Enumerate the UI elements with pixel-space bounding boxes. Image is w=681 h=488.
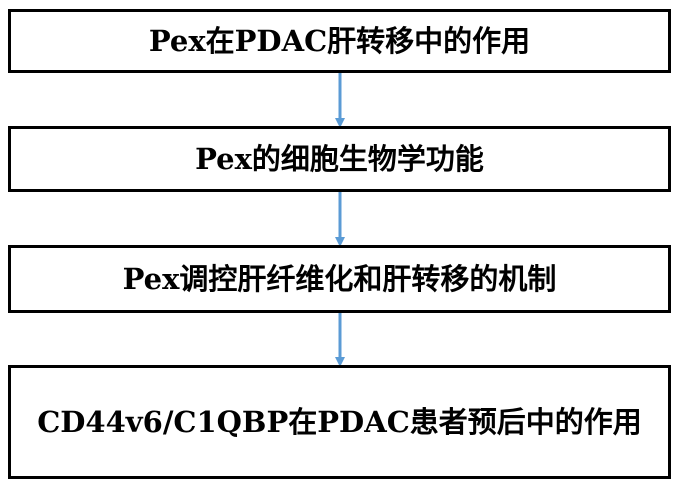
- flow-step-3: Pex调控肝纤维化和肝转移的机制: [8, 245, 671, 313]
- flow-step-4-label: CD44v6/C1QBP在PDAC患者预后中的作用: [37, 404, 642, 439]
- flow-step-2-label: Pex的细胞生物学功能: [195, 141, 484, 176]
- flow-step-1: Pex在PDAC肝转移中的作用: [8, 9, 671, 73]
- flow-step-1-label: Pex在PDAC肝转移中的作用: [148, 23, 531, 58]
- flow-step-4: CD44v6/C1QBP在PDAC患者预后中的作用: [8, 365, 671, 479]
- flow-step-2: Pex的细胞生物学功能: [8, 126, 671, 192]
- flow-step-3-label: Pex调控肝纤维化和肝转移的机制: [122, 261, 557, 296]
